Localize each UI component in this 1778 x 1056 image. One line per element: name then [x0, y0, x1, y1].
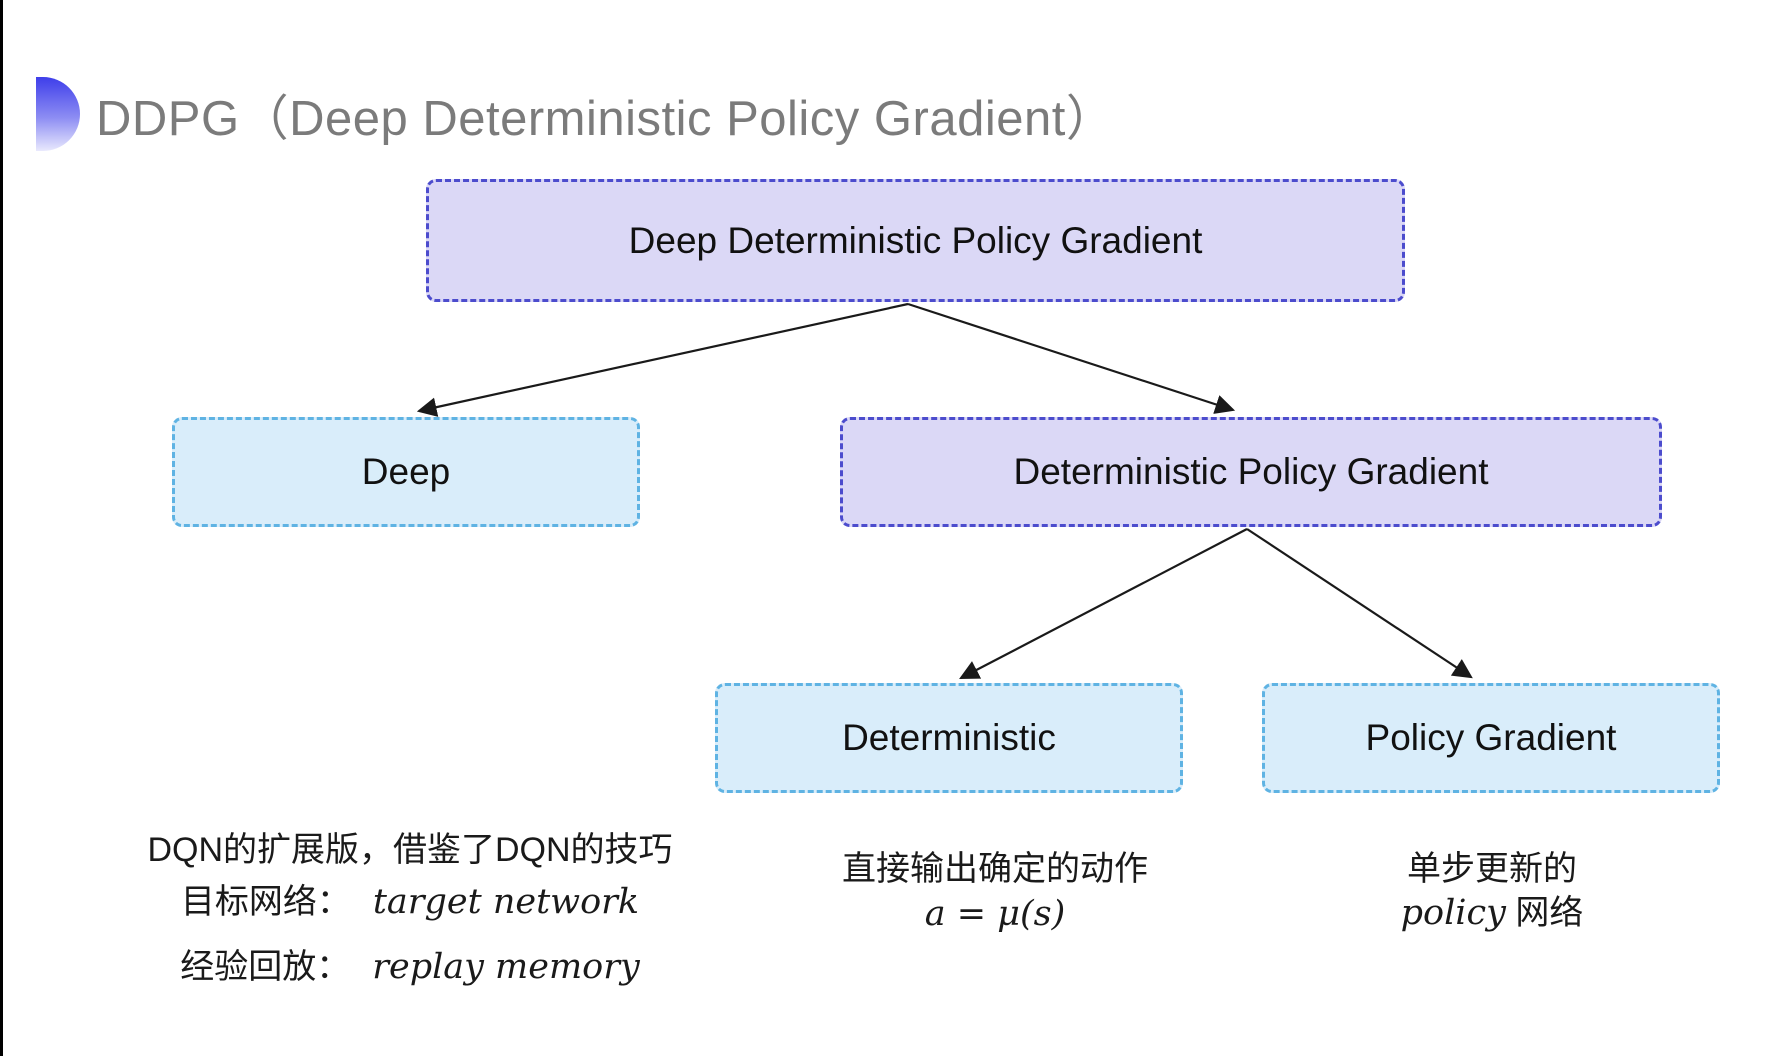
node-deep-label: Deep — [361, 451, 451, 492]
node-ddpg: Deep Deterministic Policy Gradient — [426, 179, 1405, 302]
policy-network-rest: 网络 — [1505, 894, 1584, 932]
node-deep: Deep — [172, 417, 640, 527]
note-deterministic-line1: 直接输出确定的动作 — [842, 850, 1148, 888]
node-policy-gradient-label: Policy Gradient — [1365, 717, 1617, 758]
arrow-ddpg-to-deep — [416, 302, 909, 417]
half-disc-bullet-icon — [36, 77, 80, 151]
note-replay-memory-line: 经验回放： replay memory — [110, 943, 710, 991]
title-row: DDPG（Deep Deterministic Policy Gradient） — [36, 76, 1115, 152]
target-network-value: target network — [372, 882, 640, 922]
node-policy-gradient: Policy Gradient — [1262, 683, 1720, 793]
note-target-network-line: 目标网络： target network — [110, 878, 710, 926]
node-ddpg-label: Deep Deterministic Policy Gradient — [628, 219, 1203, 261]
note-policy-line2: policy 网络 — [1272, 891, 1712, 935]
node-dpg-label: Deterministic Policy Gradient — [1013, 451, 1489, 492]
note-dqn-extension: DQN的扩展版，借鉴了DQN的技巧 目标网络： target network 经验… — [110, 826, 710, 991]
replay-memory-value: replay memory — [372, 947, 640, 987]
node-deterministic: Deterministic — [715, 683, 1183, 793]
arrow-ddpg-to-dpg — [907, 302, 1236, 414]
note-deterministic-action: 直接输出确定的动作 a = μ(s) — [770, 847, 1220, 937]
target-network-label: 目标网络： — [180, 883, 351, 921]
note-policy-line1: 单步更新的 — [1407, 850, 1577, 888]
note-policy-network: 单步更新的 policy 网络 — [1272, 847, 1712, 935]
note-dqn-line1: DQN的扩展版，借鉴了DQN的技巧 — [147, 831, 673, 869]
arrow-dpg-to-policy-gradient — [1246, 528, 1473, 679]
arrow-dpg-to-deterministic — [959, 528, 1248, 680]
node-deterministic-label: Deterministic — [842, 717, 1056, 758]
node-dpg: Deterministic Policy Gradient — [840, 417, 1662, 527]
note-deterministic-formula: a = μ(s) — [924, 894, 1066, 934]
left-frame-line — [0, 0, 3, 1056]
policy-word-italic: policy — [1400, 893, 1506, 933]
page-title: DDPG（Deep Deterministic Policy Gradient） — [96, 91, 1116, 146]
replay-memory-label: 经验回放： — [180, 948, 351, 986]
